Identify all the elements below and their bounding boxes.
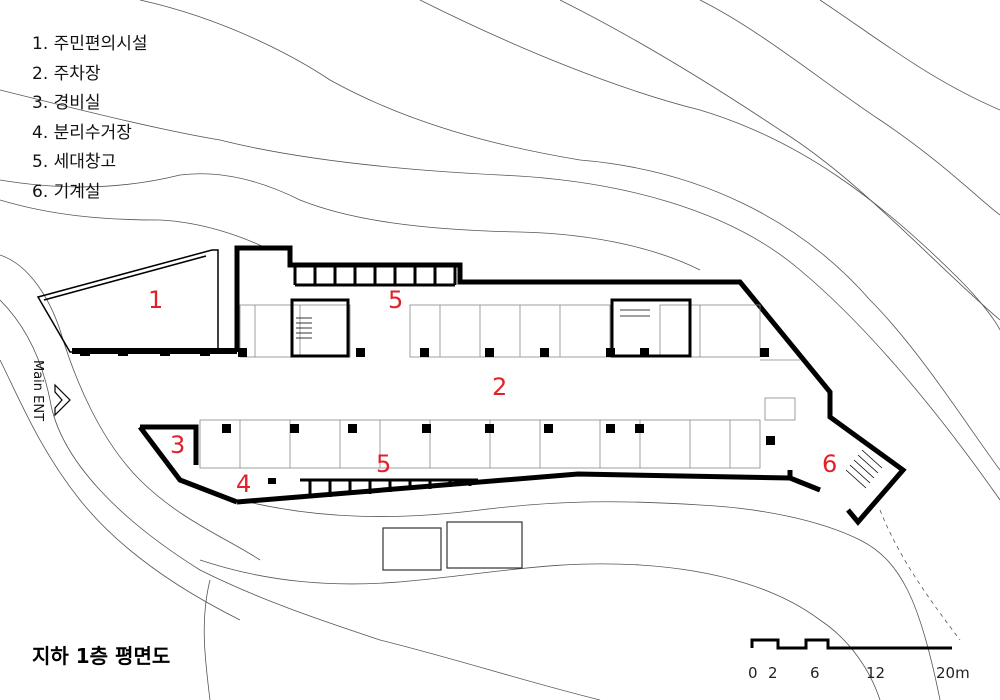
legend-text: 기계실	[53, 181, 101, 202]
room-label-recycle: 4	[236, 470, 251, 498]
circulation-cores	[290, 298, 692, 358]
scale-bar: 0 2 6 12 20m	[748, 638, 970, 682]
legend-number: 4.	[32, 122, 49, 143]
legend-text: 경비실	[53, 93, 101, 113]
room-label-amenity: 1	[148, 286, 163, 314]
legend-text: 분리수거장	[53, 122, 132, 143]
building-walls	[138, 245, 907, 526]
legend-item: 1. 주민편의시설	[32, 30, 147, 60]
room-label-storage-top: 5	[388, 286, 403, 314]
parking-stalls	[199, 304, 800, 469]
scale-tick-12: 12	[866, 664, 885, 682]
entrance-label: Main ENT	[30, 360, 45, 421]
room-label-parking: 2	[492, 373, 507, 401]
legend-text: 세대창고	[53, 152, 117, 172]
scale-tick-0: 0	[748, 664, 758, 682]
legend-number: 6.	[32, 181, 49, 202]
structural-columns	[80, 348, 775, 484]
legend-item: 3. 경비실	[32, 89, 147, 119]
legend-item: 2. 주차장	[32, 60, 147, 90]
scale-tick-20: 20m	[936, 664, 970, 682]
stair-lines	[296, 309, 883, 489]
plan-title: 지하 1층 평면도	[32, 644, 171, 668]
legend-item: 5. 세대창고	[32, 148, 147, 178]
legend-item: 6. 기계실	[32, 178, 147, 208]
main-entrance-marker: Main ENT	[30, 360, 71, 421]
amenity-front-wall	[72, 348, 237, 354]
legend-number: 5.	[32, 152, 49, 172]
site-pads	[382, 521, 523, 571]
legend-text: 주차장	[53, 63, 101, 84]
storage-cells-top	[293, 265, 457, 287]
room-label-storage-bottom: 5	[376, 450, 391, 478]
legend-number: 2.	[32, 63, 49, 84]
room-label-machine: 6	[822, 450, 837, 478]
room-legend: 1. 주민편의시설 2. 주차장 3. 경비실 4. 분리수거장 5. 세대창고…	[32, 30, 147, 207]
amenity-outline	[36, 249, 219, 353]
legend-number: 1.	[32, 34, 49, 54]
legend-item: 4. 분리수거장	[32, 119, 147, 149]
legend-number: 3.	[32, 93, 49, 113]
storage-cells-bottom	[300, 478, 478, 498]
room-label-guard: 3	[170, 431, 185, 459]
legend-text: 주민편의시설	[53, 34, 148, 54]
scale-tick-6: 6	[810, 664, 820, 682]
scale-tick-2: 2	[768, 664, 778, 682]
entrance-arrow-icon	[54, 383, 71, 417]
